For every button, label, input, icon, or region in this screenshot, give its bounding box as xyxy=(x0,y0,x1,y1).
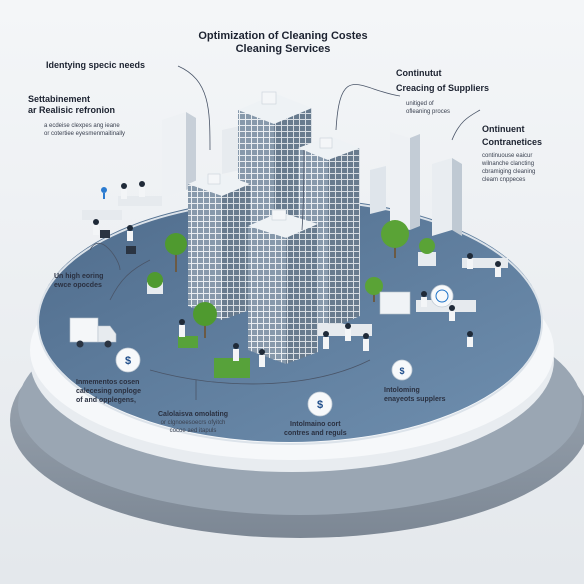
contract-sub-1: continuouse eaicur xyxy=(482,153,533,159)
svg-text:$: $ xyxy=(399,366,404,376)
establish-line-2: ar Realisic refronion xyxy=(28,105,116,115)
contract-line-2: Contranetices xyxy=(482,137,543,147)
contract-block: Ontinuent Contranetices continuouse eaic… xyxy=(482,124,542,184)
tower-front xyxy=(248,209,318,364)
globe-icon xyxy=(430,284,454,308)
lightbulb-icon xyxy=(101,187,107,199)
continuous-block: Continutut Creacing of Suppliers unitige… xyxy=(396,68,489,116)
high-line-2: ewce opocdes xyxy=(54,282,102,289)
diagram-title: Optimization of Cleaning Costes Cleaning… xyxy=(178,30,388,56)
implement-line-3: of and opplegens, xyxy=(76,397,136,404)
high-line-1: Un high eoring xyxy=(54,273,104,280)
callout-lines xyxy=(89,65,481,400)
continuous-sub-2: ofleaning proces xyxy=(406,109,451,115)
tower-left xyxy=(188,172,250,320)
calc-line-3: cocoe aed itapuls xyxy=(169,428,217,434)
contract-sub-3: cbramiging cleaning xyxy=(482,169,536,175)
contract-line-1: Ontinuent xyxy=(482,124,525,134)
establish-sub-1: a ecdeise clexpes ang ieane xyxy=(44,123,120,129)
workstations-center xyxy=(179,319,372,367)
calculation-block: Calolaisva omolating or clgnoeesoecrs of… xyxy=(158,410,228,435)
calc-line-2: or clgnoeesoecrs ofyitch xyxy=(160,420,226,426)
background-buildings xyxy=(162,112,462,236)
contract-sub-2: wilnanche clancting xyxy=(482,161,535,167)
calc-line-1: Calolaisva omolating xyxy=(158,411,229,418)
inform-block: Intolmaino cort contres and reguls xyxy=(284,420,347,438)
continuous-line-2: Creacing of Suppliers xyxy=(396,83,490,93)
money-cycle-icon-right: $ xyxy=(391,359,413,381)
implement-line-1: Inmementos cosen xyxy=(76,379,140,386)
inform-line-1: Intolmaino cort xyxy=(290,421,341,428)
svg-text:$: $ xyxy=(317,399,323,411)
implement-block: Inmementos cosen calecesing onploge of a… xyxy=(76,378,141,405)
establish-block: Settabinement ar Realisic refronion a ec… xyxy=(28,94,125,138)
continuous-line-1: Continutut xyxy=(396,68,442,78)
dollar-coin-icon: $ xyxy=(307,391,333,417)
trees xyxy=(147,220,436,378)
delivery-truck-icon xyxy=(69,317,117,348)
intro-line-2: enayeots supplers xyxy=(384,396,446,403)
inform-line-2: contres and reguls xyxy=(284,430,347,437)
high-ordering-block: Un high eoring ewce opocdes xyxy=(54,272,103,290)
money-cycle-icon: $ xyxy=(115,347,141,373)
continuous-sub-1: unitiged of xyxy=(406,101,434,107)
identify-needs-label: Identying specic needs xyxy=(46,60,146,70)
intro-line-1: Intoloming xyxy=(384,387,420,394)
establish-sub-2: or cotertiee eyesmenmaitinally xyxy=(44,131,126,137)
intro-suppliers-block: Intoloming enayeots supplers xyxy=(384,386,445,404)
establish-line-1: Settabinement xyxy=(28,94,91,104)
implement-line-2: calecesing onploge xyxy=(76,388,141,395)
contract-sub-4: cleam cnppeces xyxy=(482,177,526,183)
svg-text:$: $ xyxy=(125,355,131,367)
title-line-1: Optimization of Cleaning Costes xyxy=(198,30,368,42)
title-line-2: Cleaning Services xyxy=(235,43,331,55)
workstations-left xyxy=(82,181,162,254)
